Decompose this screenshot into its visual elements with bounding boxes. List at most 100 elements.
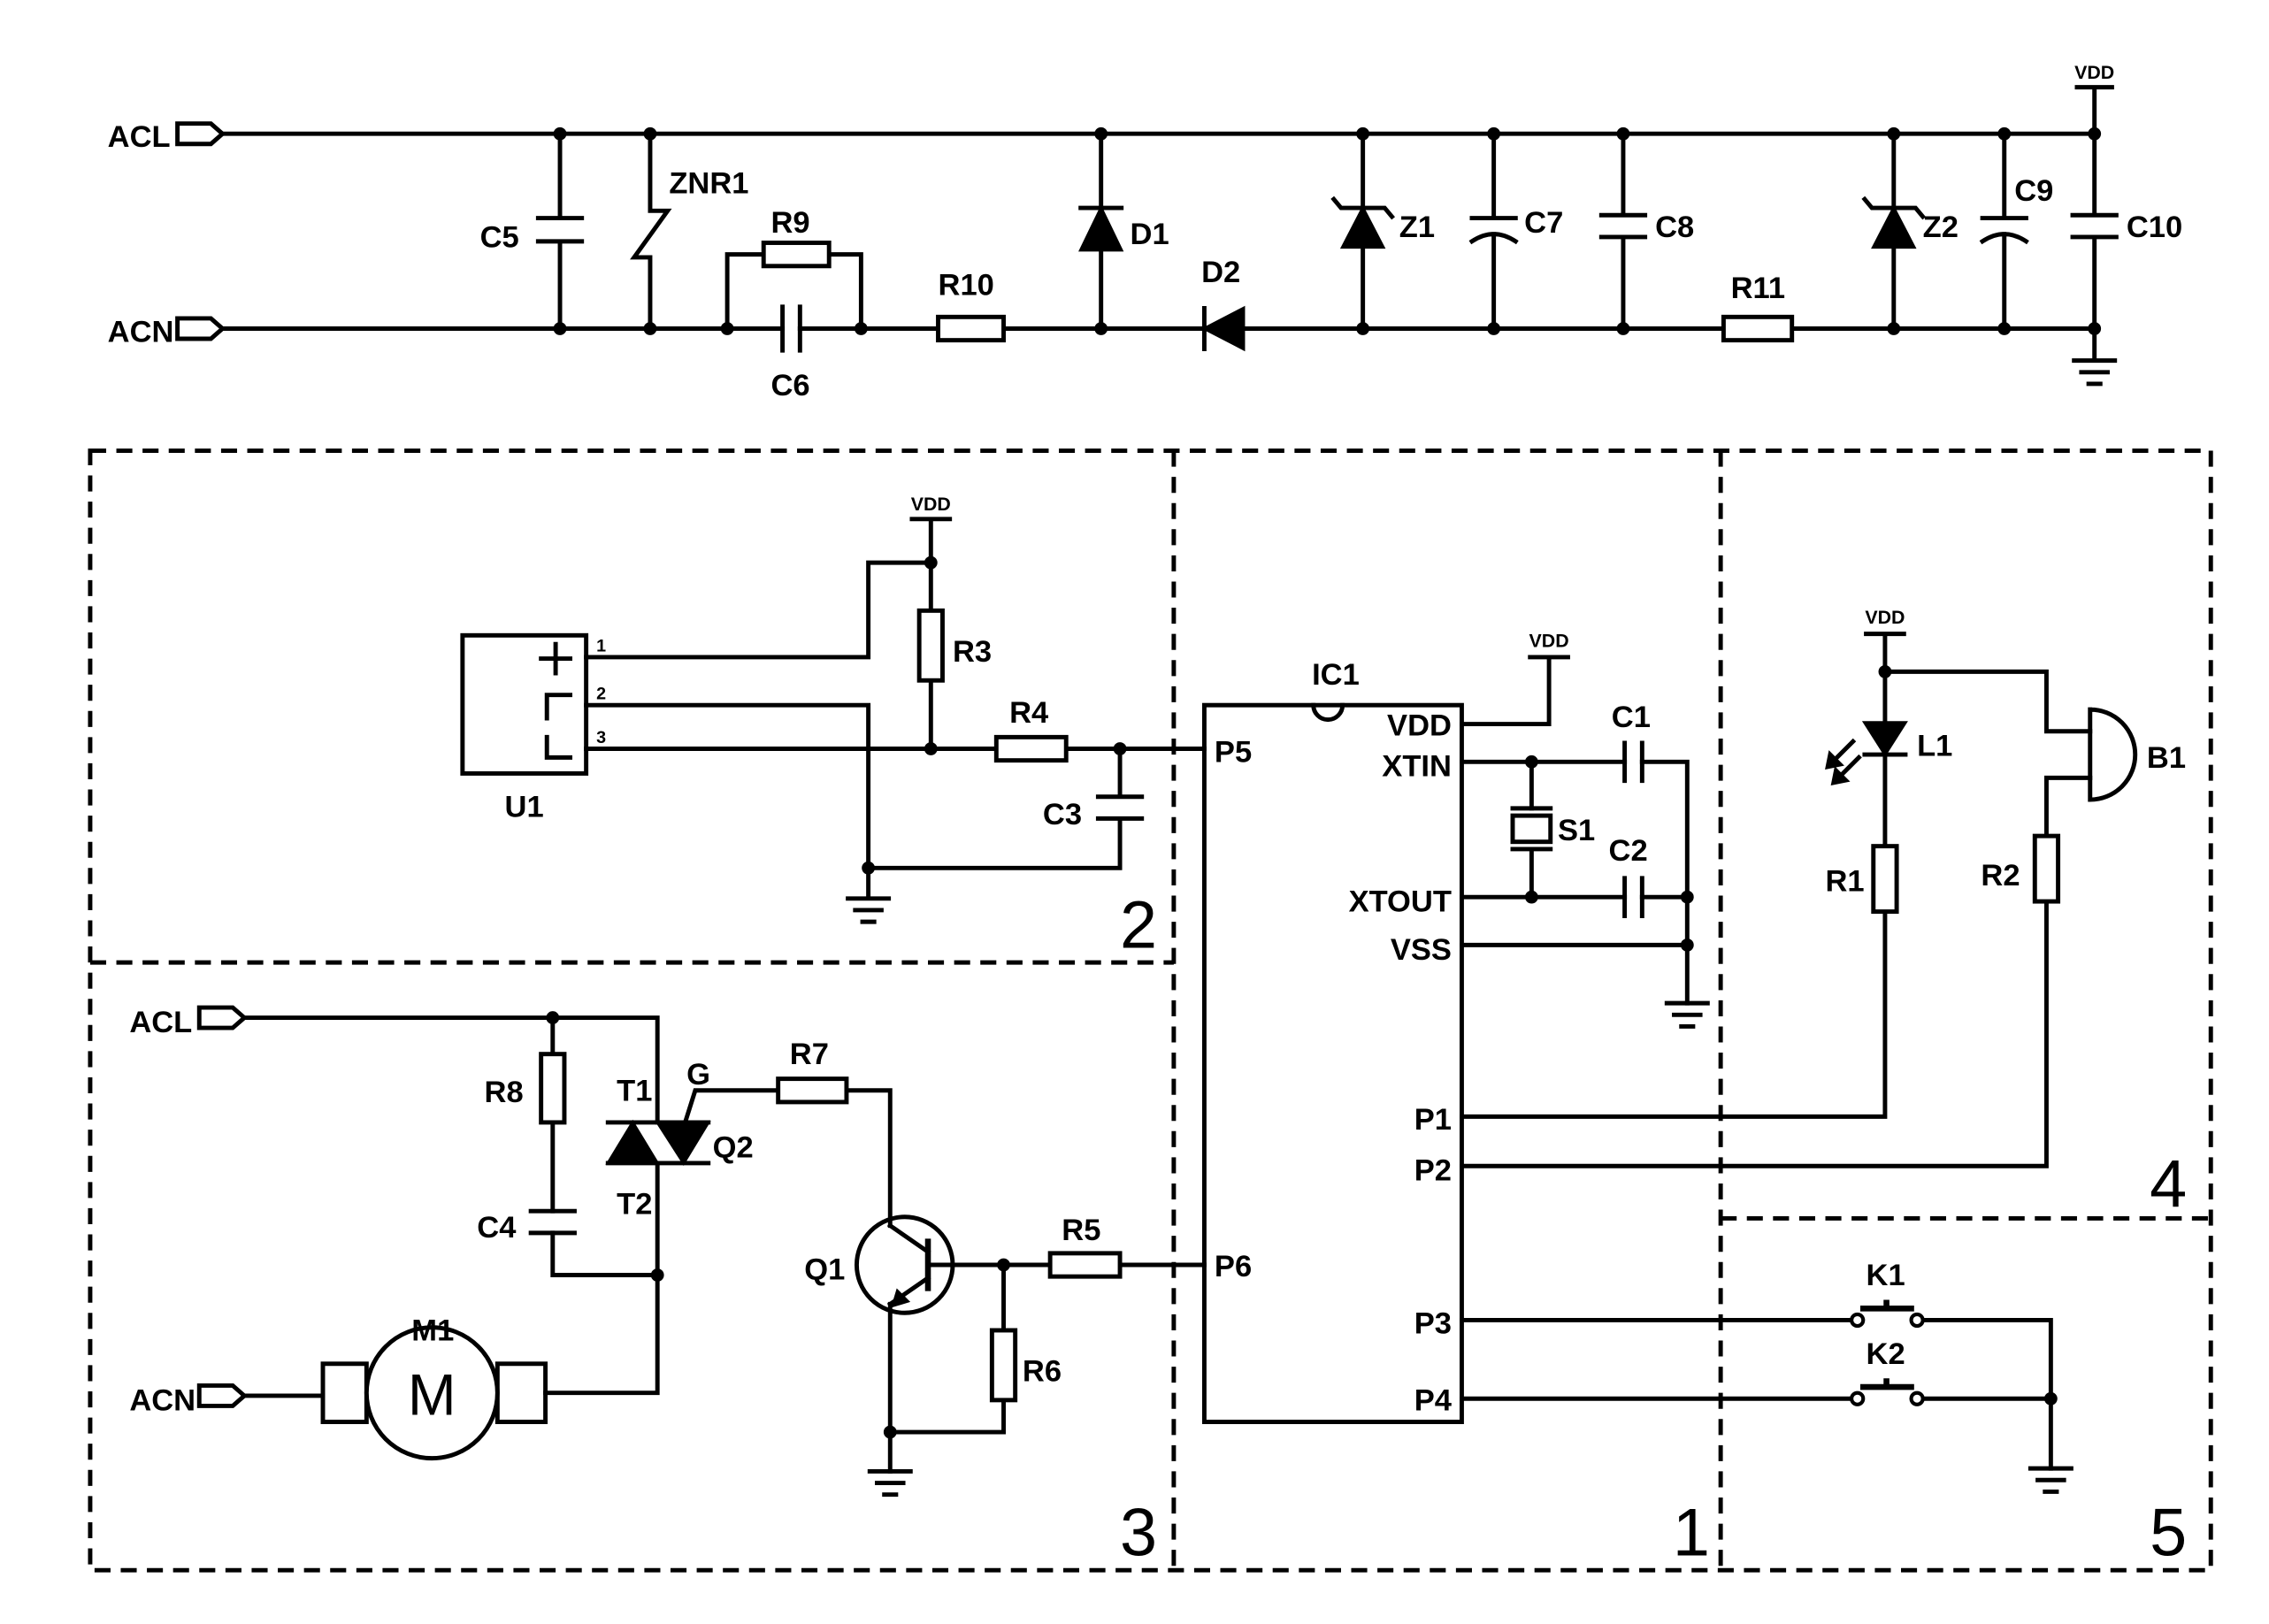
- r2-label: R2: [1981, 859, 2020, 892]
- q2-label: Q2: [713, 1130, 754, 1164]
- r5-label: R5: [1062, 1214, 1100, 1247]
- capacitor-c9: C9: [1979, 131, 2053, 331]
- acn-connector: [196, 1383, 248, 1408]
- block-5-number: 5: [2150, 1497, 2187, 1571]
- ground-symbol: [2028, 1466, 2074, 1494]
- resistor-r9: R9: [724, 206, 863, 331]
- acn-label: ACN: [129, 1383, 195, 1417]
- ground-symbol: [846, 865, 892, 924]
- pin-p3-label: P3: [1414, 1306, 1452, 1340]
- vdd-label: VDD: [2074, 62, 2114, 83]
- u1-pin-2: 2: [596, 685, 606, 704]
- capacitor-c10: C10: [2070, 131, 2182, 331]
- ic1-chip: IC1 VDD XTIN XTOUT VSS P1 P2 P3 P4 P5 P6: [1201, 658, 1464, 1424]
- capacitor-c2: C2: [1609, 834, 1648, 918]
- znr1-label: ZNR1: [669, 167, 748, 201]
- varistor-znr1: ZNR1: [630, 131, 749, 331]
- r1-label: R1: [1826, 865, 1865, 899]
- q1-label: Q1: [804, 1252, 845, 1286]
- resistor-r5: R5: [1047, 1214, 1123, 1279]
- t2-label: T2: [617, 1187, 652, 1221]
- buzzer-wires: [1882, 669, 2093, 839]
- c9-label: C9: [2014, 174, 2053, 208]
- r3-label: R3: [953, 635, 992, 669]
- pin-xtin-label: XTIN: [1382, 750, 1452, 784]
- output-wires: [1459, 899, 2053, 1471]
- resistor-r2: R2: [1981, 833, 2061, 904]
- vdd-label: VDD: [1529, 630, 1569, 651]
- r9-label: R9: [770, 206, 809, 240]
- resistor-r10: R10: [936, 269, 1006, 343]
- d1-label: D1: [1131, 218, 1169, 251]
- crystal-s1: S1: [1510, 806, 1595, 852]
- block-borders: [88, 448, 2213, 1573]
- pin-p5-label: P5: [1215, 735, 1252, 769]
- transistor-wires: [887, 1262, 1207, 1474]
- block-1-number: 1: [1673, 1497, 1710, 1571]
- sensor-u1: U1 1 2 3: [460, 632, 606, 824]
- motor-symbol: M: [408, 1361, 456, 1427]
- u1-pin-3: 3: [596, 728, 606, 747]
- r10-label: R10: [939, 269, 994, 303]
- ground-symbol: [1664, 1000, 1710, 1029]
- keys-block: K1 K2: [1850, 1259, 2074, 1494]
- r4-label: R4: [1009, 696, 1049, 730]
- pin-p2-label: P2: [1414, 1154, 1452, 1188]
- zener-z2: Z2: [1861, 131, 1959, 331]
- ground-symbol: [867, 1468, 913, 1498]
- z2-label: Z2: [1923, 211, 1959, 244]
- acl-label: ACL: [129, 1006, 192, 1039]
- s1-label: S1: [1558, 814, 1595, 847]
- l1-label: L1: [1917, 730, 1952, 763]
- junction-dot: [2043, 1391, 2058, 1406]
- block-2-number: 2: [1120, 889, 1157, 963]
- junction-dot: [1878, 664, 1892, 678]
- capacitor-c8: C8: [1598, 131, 1694, 331]
- c3-label: C3: [1043, 798, 1082, 831]
- gate-wire: [675, 1088, 893, 1229]
- r11-label: R11: [1731, 272, 1785, 305]
- switch-k2: K2: [1850, 1337, 1925, 1406]
- capacitor-c5: C5: [480, 131, 585, 331]
- mcu-wires: [1459, 655, 1690, 1006]
- acl-connector: [175, 121, 226, 147]
- motor-wires: [241, 1015, 660, 1398]
- acl-connector: [196, 1005, 248, 1030]
- b1-label: B1: [2147, 741, 2186, 775]
- c10-label: C10: [2127, 211, 2182, 244]
- pin-p1-label: P1: [1414, 1103, 1452, 1137]
- c1-label: C1: [1612, 701, 1651, 734]
- c2-label: C2: [1609, 834, 1648, 868]
- block-3-number: 3: [1120, 1497, 1157, 1571]
- ic-notch: [1311, 702, 1345, 723]
- plus-symbol: [539, 641, 573, 676]
- c7-label: C7: [1524, 206, 1563, 240]
- r6-label: R6: [1023, 1355, 1062, 1389]
- c6-label: C6: [770, 369, 809, 402]
- resistor-r1: R1: [1826, 844, 1899, 915]
- resistor-r7: R7: [776, 1038, 849, 1105]
- motor-block: ACL ACN R8 C4 T1 T2 G Q2 R7: [129, 1005, 1207, 1498]
- z1-label: Z1: [1399, 211, 1435, 244]
- power-supply-section: ACL ACN VDD C5 ZNR1 R9 C6: [108, 62, 2183, 402]
- capacitor-c4: C4: [477, 1208, 577, 1245]
- terminal-symbol-2: [544, 693, 573, 721]
- indicator-block: VDD L1 R1 B1 R2: [1825, 607, 2186, 915]
- resistor-r6: R6: [989, 1328, 1062, 1403]
- pin-p6-label: P6: [1215, 1250, 1252, 1283]
- ic1-label: IC1: [1312, 658, 1360, 692]
- c4-label: C4: [477, 1211, 517, 1245]
- m1-label: M1: [411, 1314, 454, 1347]
- vdd-label: VDD: [1865, 607, 1905, 628]
- u1-label: U1: [505, 791, 544, 824]
- terminal-symbol-3: [544, 734, 573, 760]
- t1-label: T1: [617, 1074, 652, 1107]
- transistor-q1: Q1: [804, 1214, 955, 1315]
- resistor-r3: R3: [916, 608, 992, 683]
- junction-dots: [1524, 755, 1694, 952]
- buzzer-b1: B1: [2088, 707, 2186, 802]
- capacitor-c6: C6: [770, 304, 810, 402]
- g-label: G: [686, 1058, 710, 1092]
- sensor-block: U1 1 2 3 VDD R3 R4 C3: [460, 494, 1207, 924]
